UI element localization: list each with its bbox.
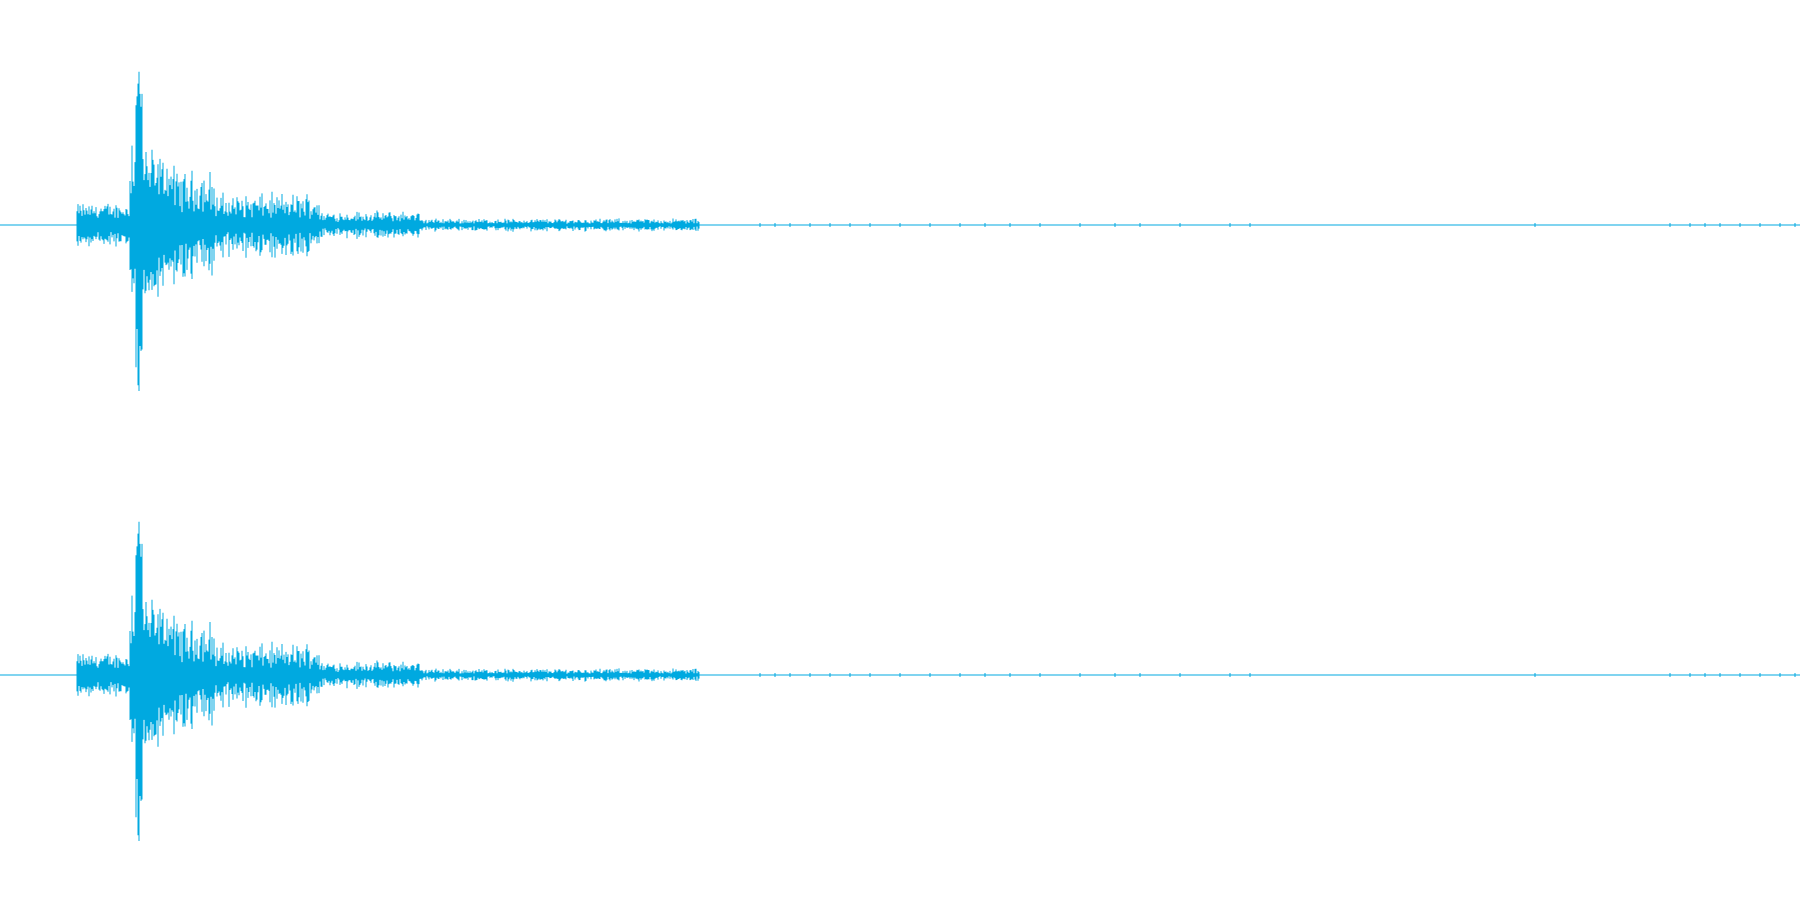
waveform-right-svg: [0, 521, 1800, 841]
waveform-left-svg: [0, 71, 1800, 391]
waveform-channel-right: [0, 450, 1800, 900]
waveform-right-path: [76, 521, 1796, 841]
waveform-channel-left: [0, 71, 1800, 391]
waveform-right-peaks: [76, 521, 1796, 841]
waveform-left-peaks: [76, 71, 1796, 391]
waveform-left-path: [76, 71, 1796, 391]
